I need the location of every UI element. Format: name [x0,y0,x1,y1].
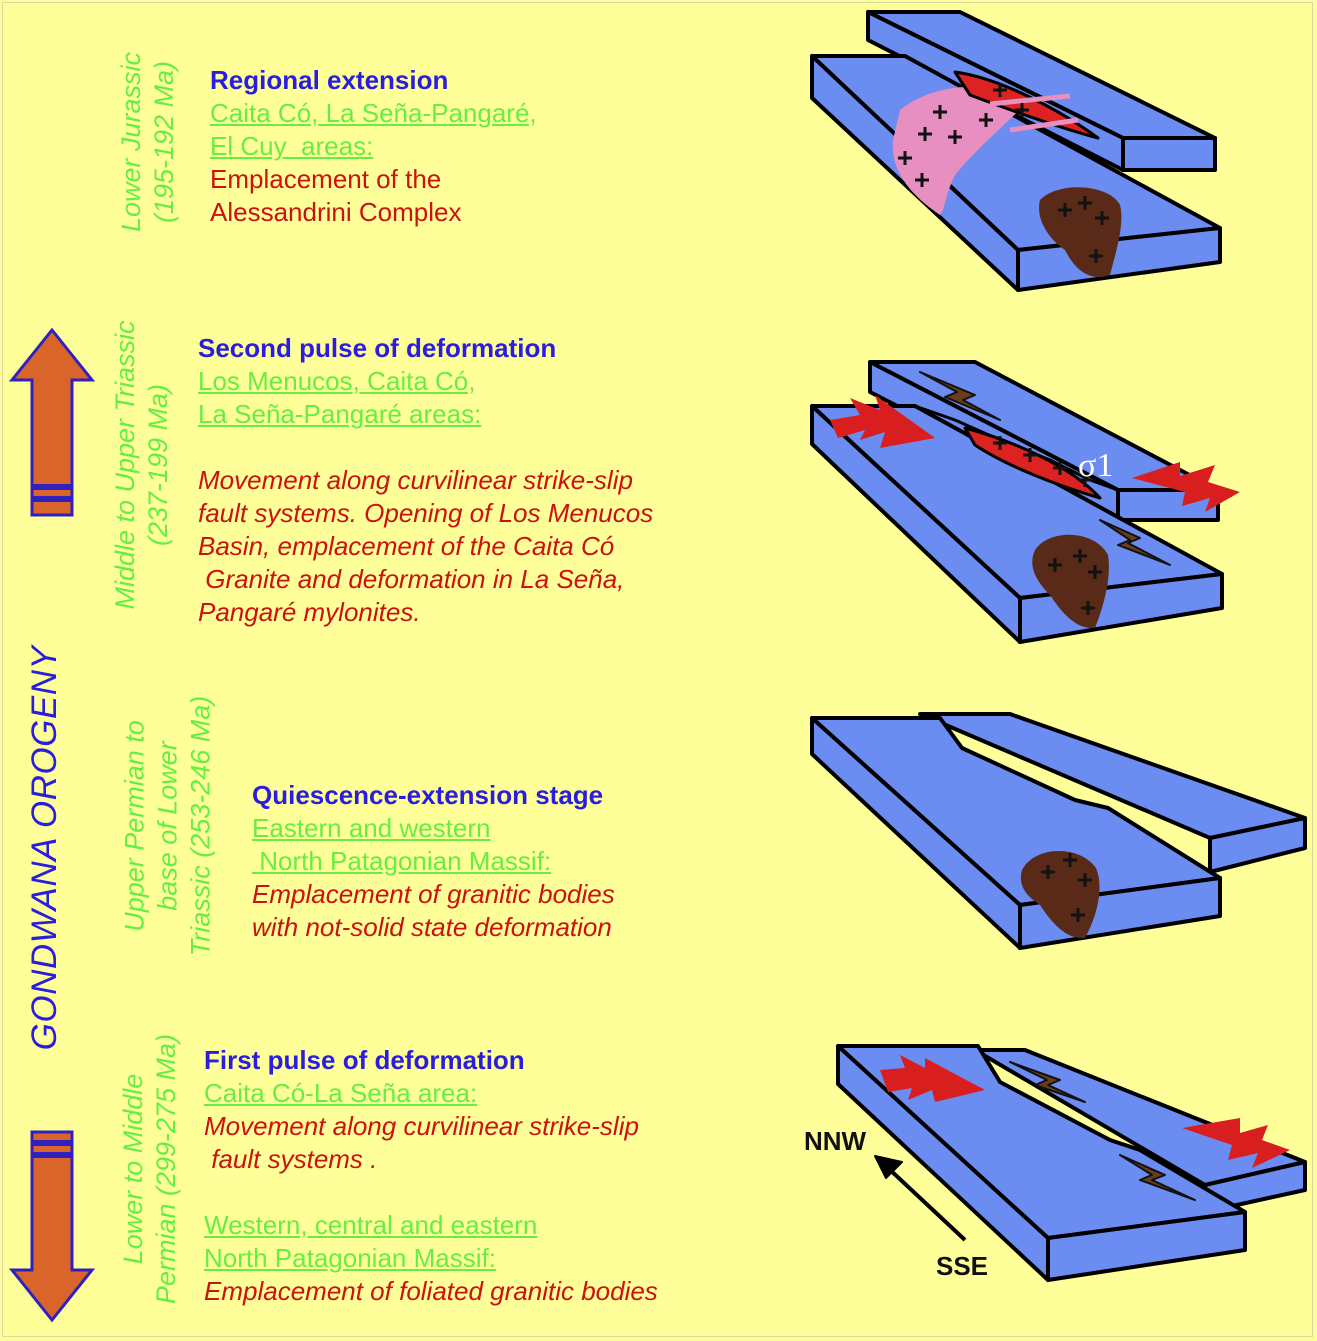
sigma-label: σ1 [1078,447,1113,484]
back-slab-side [1121,136,1217,172]
dike [1009,117,1079,133]
stage-description: Granite and deformation in La Seña, [198,564,625,594]
stage-description: fault systems . [204,1144,378,1174]
down-arrow [8,1130,96,1323]
stage-areas-2: Western, central and eastern [204,1210,538,1240]
front-slab-end [810,716,1022,950]
dike [989,93,1071,107]
shear-sense-arrow [919,371,1001,421]
stage-description: Pangaré mylonites. [198,597,421,627]
stage4-text: First pulse of deformation Caita Có-La S… [204,1044,658,1308]
stage-heading: Quiescence-extension stage [252,780,604,810]
stage-areas: North Patagonian Massif: [252,846,552,876]
stress-arrow-left [880,1055,985,1102]
stage2-text: Second pulse of deformation Los Menucos,… [198,332,653,629]
nnw-label: NNW [804,1126,867,1156]
stage-heading: Regional extension [210,65,449,95]
stage-areas: Los Menucos, Caita Có, [198,366,476,396]
direction-arrow-line [886,1166,967,1242]
stage-description: Movement along curvilinear strike-slip [198,465,633,495]
shear-sense-arrow [1099,519,1171,566]
stage-description: with not-solid state deformation [252,912,612,942]
stage1-text: Regional extension Caita Có, La Seña-Pan… [210,64,537,229]
stress-arrow-left [830,395,935,448]
pink-intrusion [892,86,1030,215]
stage-description-2: Emplacement of foliated granitic bodies [204,1276,658,1306]
diagram-first-pulse: NNW SSE [804,1044,1307,1282]
stress-arrow-right [1182,1118,1290,1168]
stage-description: Basin, emplacement of the Caita Có [198,531,615,561]
diagram-regional-extension [810,10,1222,292]
stress-arrow-right [1132,462,1240,512]
stage-description: Alessandrini Complex [210,197,462,227]
shear-sense-arrow [1009,1061,1086,1103]
stage-heading: First pulse of deformation [204,1045,525,1075]
stage-heading: Second pulse of deformation [198,333,557,363]
front-slab-end [810,404,1022,644]
stage-areas: Caita Có-La Seña area: [204,1078,478,1108]
stage-description: Movement along curvilinear strike-slip [204,1111,639,1141]
diagram-second-pulse: σ1 [810,360,1240,644]
back-slab-side [1208,816,1307,874]
stage-areas-2: North Patagonian Massif: [204,1243,496,1273]
front-slab-end [836,1044,1050,1282]
stage-areas: El Cuy areas: [210,131,374,161]
granite-body [1032,534,1109,629]
direction-arrowhead [874,1155,903,1179]
stage-areas: La Seña-Pangaré areas: [198,399,482,429]
stage-description: fault systems. Opening of Los Menucos [198,498,654,528]
sse-label: SSE [936,1251,988,1281]
stage-description: Emplacement of granitic bodies [252,879,615,909]
up-arrow [8,327,96,517]
shear-sense-arrow [1119,1154,1196,1201]
stage-areas: Caita Có, La Seña-Pangaré, [210,98,537,128]
stage-description: Emplacement of the [210,164,442,194]
diagram-quiescence [810,712,1307,950]
stage-areas: Eastern and western [252,813,491,843]
stage3-text: Quiescence-extension stage Eastern and w… [252,779,615,944]
